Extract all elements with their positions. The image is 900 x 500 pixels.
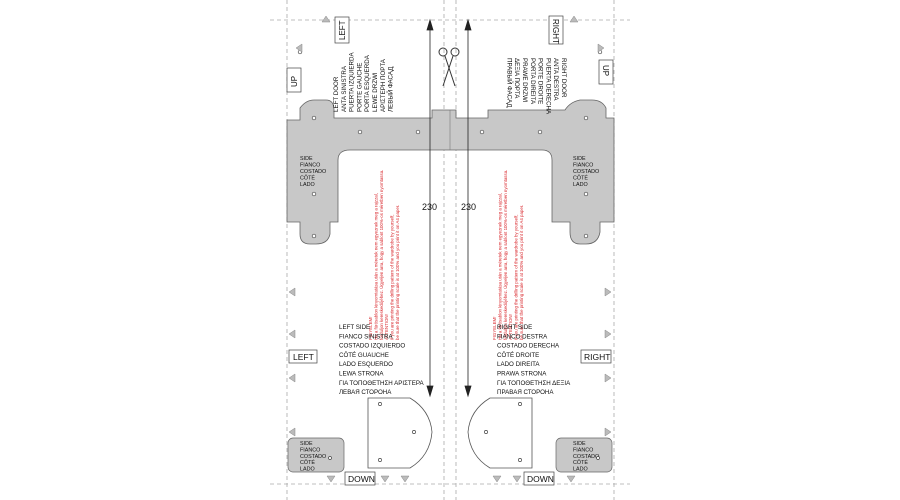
door-template-shape — [286, 99, 615, 245]
up-label-right: UP — [601, 65, 610, 76]
dimension-lines — [426, 18, 472, 398]
left-door-line: PUERTA IZQUIERDA — [349, 52, 356, 112]
side-block-lower-left: SIDE FIANCO COSTADO CÔTÉ LADO — [300, 441, 328, 473]
sheet-border-lines — [270, 0, 630, 500]
left-door-line: PORTA ESQUERDA — [364, 54, 371, 112]
right-door-line: ANTA DESTRA — [552, 58, 559, 101]
down-label-right-box: DOWN — [523, 471, 555, 486]
left-label: LEFT — [293, 352, 314, 362]
hinge-plate-left — [367, 397, 433, 469]
warning-text-left: FIGYELEM! Ha a fúrósablon kinyomtatása u… — [368, 168, 400, 340]
right-side-names: RIGHT SIDE FIANCO DESTRA COSTADO DERECHA… — [497, 324, 572, 396]
right-door-line: PORTA DIREITA — [529, 58, 536, 105]
right-door-line: RIGHT DOOR — [560, 58, 567, 98]
right-door-line: PORTE DROITE — [537, 58, 544, 104]
right-door-line: ПРАВЫЙ ФАСАД — [505, 58, 513, 108]
bottom-arrow-markers — [326, 475, 576, 483]
right-label: RIGHT — [584, 352, 610, 362]
lower-block-holes — [328, 456, 600, 460]
up-label-left-box: UP — [286, 67, 302, 93]
left-label-box: LEFT — [288, 349, 318, 364]
svg-text:RIGHT DOOR ANTA DESTRA: RIGHT DOOR ANTA DESTRA PUERTA DERECHA PO… — [505, 58, 567, 116]
up-label-left: UP — [290, 76, 299, 87]
left-label-top-box: LEFT — [334, 16, 350, 44]
side-block-lower-left-bg — [287, 437, 345, 473]
down-label-left: DOWN — [348, 474, 375, 484]
side-block-lower-right: SIDE FIANCO COSTADO CÔTÉ LADO — [573, 441, 601, 473]
down-label-left-box: DOWN — [344, 471, 376, 486]
left-door-line: ΑΡΙΣΤΕΡΗ ΠΟΡΤΑ — [380, 58, 387, 112]
up-label-right-box: UP — [598, 59, 614, 85]
side-block-upper-right: SIDE FIANCO COSTADO CÔTÉ LADO — [573, 156, 601, 188]
right-door-line: ΔΕΞΙΑ ΠΟΡΤΑ — [513, 58, 520, 99]
scissors-icon — [438, 47, 460, 87]
hinge-plate-holes — [378, 402, 522, 462]
right-label-top: RIGHT — [551, 19, 560, 44]
left-door-line: ANTA SINISTRA — [341, 65, 348, 112]
warning-text-right: FIGYELEM! Ha a fúrósablon kinyomtatása u… — [492, 168, 524, 340]
dimension-label-right: 230 — [461, 202, 476, 212]
down-label-right: DOWN — [527, 474, 554, 484]
left-door-line: ЛЕВЫЙ ФАСАД — [387, 66, 395, 112]
left-door-line: PORTE GAUCHE — [356, 63, 363, 112]
left-door-names: LEFT DOOR ANTA SINISTRA PUERTA IZQUIERDA… — [333, 51, 395, 112]
right-label-box: RIGHT — [580, 349, 612, 364]
right-door-line: PRAWE DRZWI — [521, 58, 528, 103]
top-arrow-markers — [295, 15, 605, 53]
svg-text:LEFT DOOR ANTA SINISTRA: LEFT DOOR ANTA SINISTRA PUERTA IZQUIERDA… — [333, 51, 395, 112]
side-block-lower-right-bg — [555, 437, 613, 473]
right-label-top-box: RIGHT — [548, 15, 564, 45]
side-arrow-markers — [288, 287, 612, 437]
side-block-upper-left: SIDE FIANCO COSTADO CÔTÉ LADO — [300, 156, 328, 188]
right-door-line: PUERTA DERECHA — [544, 58, 551, 115]
left-door-line: LEFT DOOR — [333, 76, 340, 112]
left-label-top: LEFT — [338, 20, 347, 40]
left-door-line: LEWE DRZWI — [372, 72, 379, 112]
left-side-names: LEFT SIDE FIANCO SINISTRA COSTADO IZQUIE… — [339, 324, 425, 396]
svg-text:FIGYELEM! Ha a fúrósablo: FIGYELEM! Ha a fúrósablon kinyomtatása u… — [492, 168, 524, 340]
right-door-names: RIGHT DOOR ANTA DESTRA PUERTA DERECHA PO… — [505, 58, 567, 116]
hinge-plate-right — [467, 397, 533, 469]
dimension-label-left: 230 — [422, 202, 437, 212]
svg-text:FIGYELEM! Ha a fúrósablo: FIGYELEM! Ha a fúrósablon kinyomtatása u… — [368, 168, 400, 340]
